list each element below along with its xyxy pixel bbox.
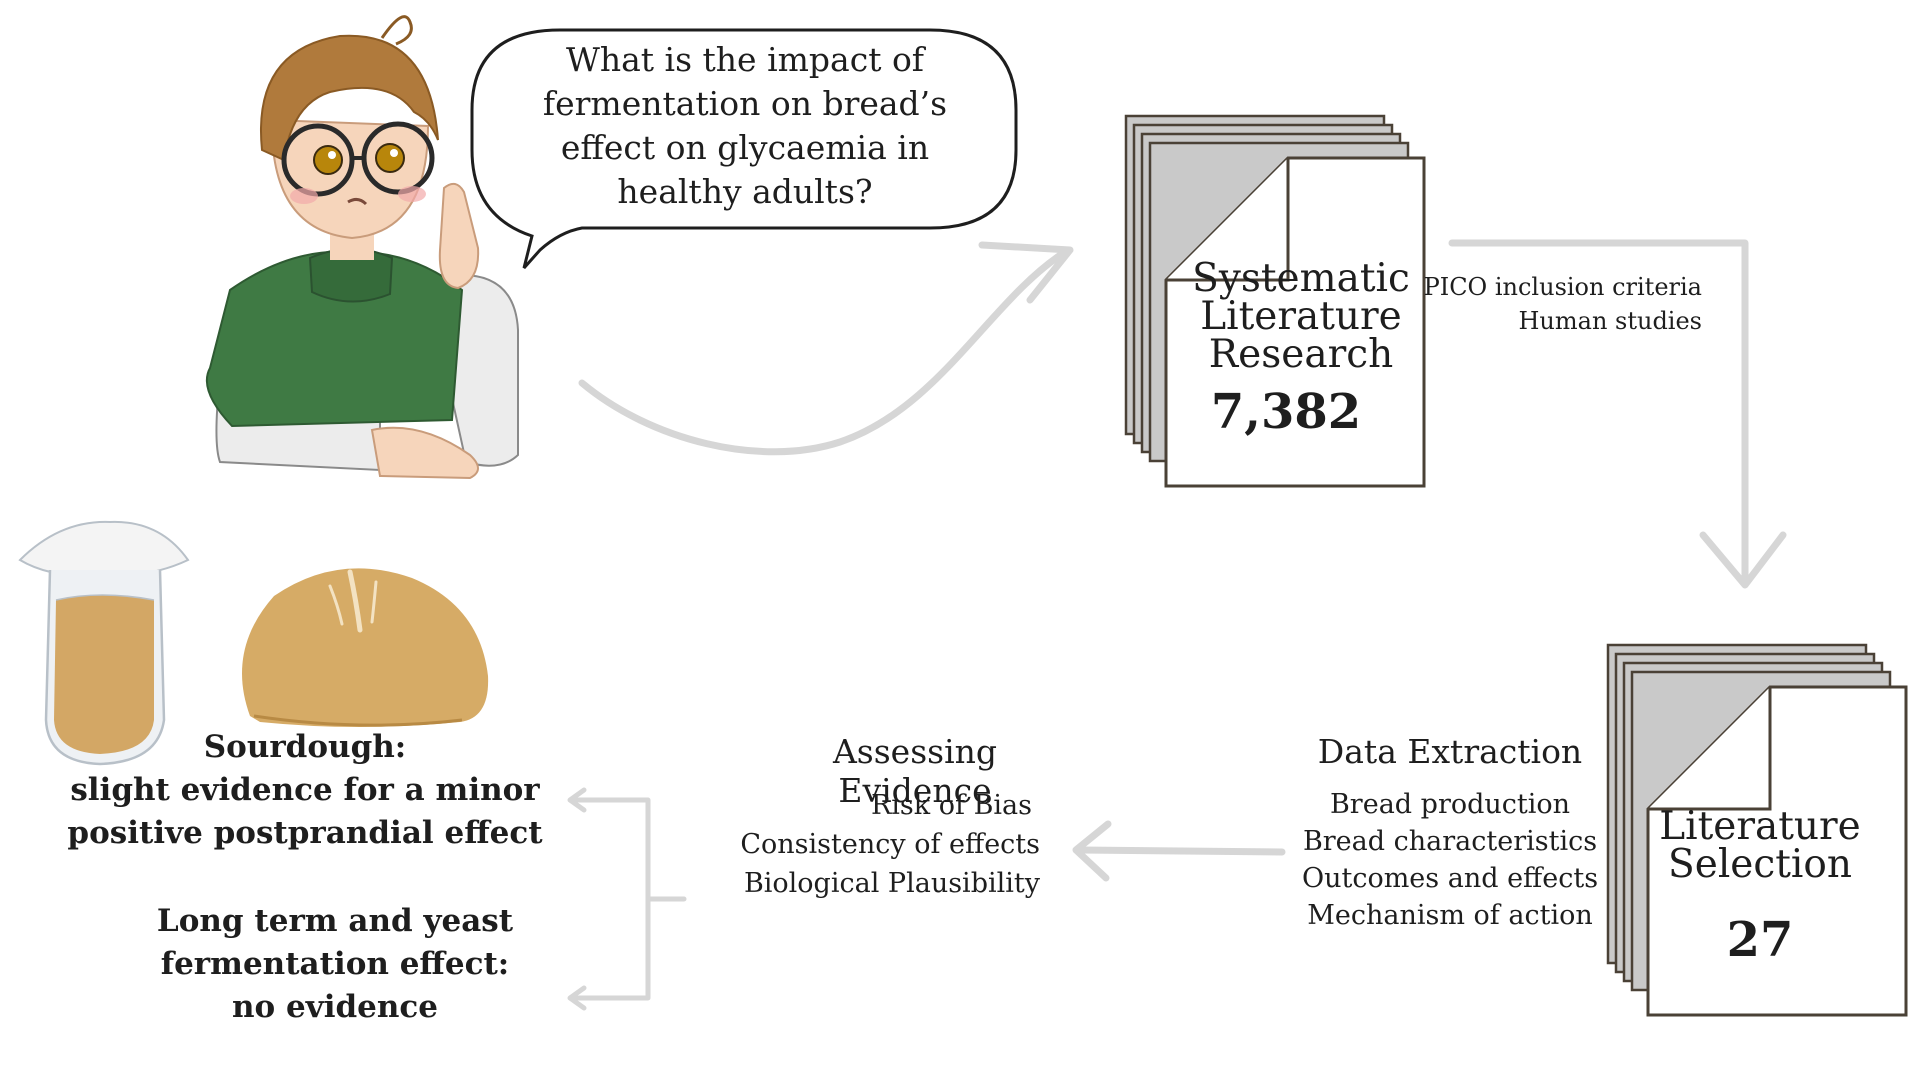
sourdough-conclusion: Sourdough: slight evidence for a minor p… xyxy=(67,729,543,851)
data-extraction-item: Outcomes and effects xyxy=(1301,863,1599,894)
data-extraction-item: Bread characteristics xyxy=(1302,826,1598,857)
arrow-search-to-selection xyxy=(1448,239,1787,589)
arrow-extraction-to-assessing xyxy=(1072,820,1286,882)
bracket-assessing-to-conclusions xyxy=(567,787,687,1011)
arrow-question-to-search xyxy=(578,241,1074,456)
speech-bubble xyxy=(470,28,1018,269)
assessing-evidence-title: Assessing Evidence xyxy=(832,732,998,810)
student-character-icon xyxy=(205,15,519,480)
systematic-search-title: Systematic Literature Research xyxy=(1192,256,1410,377)
literature-selection-title: Literature Selection xyxy=(1659,804,1861,887)
research-question: What is the impact of fermentation on br… xyxy=(542,40,948,211)
assessing-evidence-item: Biological Plausibility xyxy=(743,868,1040,899)
assessing-evidence-list: Risk of Bias Consistency of effects Biol… xyxy=(700,786,1040,903)
assessing-evidence-item: Consistency of effects xyxy=(740,829,1040,860)
criteria-item: Human studies xyxy=(1518,307,1702,335)
long-term-conclusion: Long term and yeast fermentation effect:… xyxy=(156,903,514,1025)
sourdough-jar-icon xyxy=(18,520,190,766)
literature-selection-count: 27 xyxy=(1726,912,1794,968)
criteria-item: PICO inclusion criteria xyxy=(1423,273,1702,301)
assessing-evidence-item: Risk of Bias xyxy=(870,790,1032,821)
data-extraction-item: Mechanism of action xyxy=(1307,900,1593,931)
bread-loaf-icon xyxy=(242,568,489,727)
data-extraction-title: Data Extraction xyxy=(1317,732,1583,771)
inclusion-criteria: PICO inclusion criteria Human studies xyxy=(1420,270,1702,338)
data-extraction-item: Bread production xyxy=(1329,789,1571,820)
data-extraction-list: Bread production Bread characteristics O… xyxy=(1300,786,1600,934)
systematic-search-count: 7,382 xyxy=(1210,384,1362,440)
